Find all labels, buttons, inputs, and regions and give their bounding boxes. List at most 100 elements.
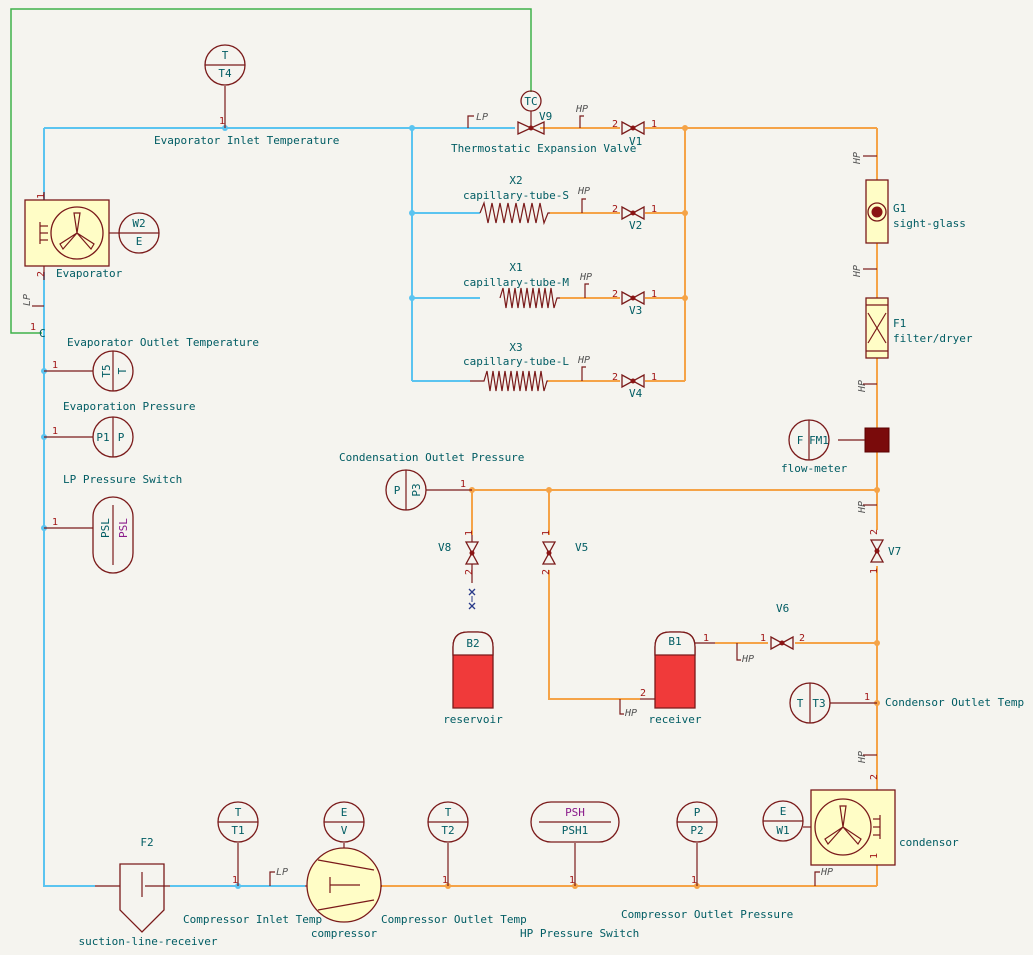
- svg-text:compressor: compressor: [311, 927, 378, 940]
- v5-valve[interactable]: 1 2 V5: [541, 530, 588, 575]
- svg-text:T: T: [235, 806, 242, 819]
- svg-text:1: 1: [30, 322, 36, 333]
- p1-sensor[interactable]: P1 P 1: [44, 416, 134, 458]
- evaporator[interactable]: 1 2 Evaporator: [24, 192, 123, 280]
- svg-text:suction-line-receiver: suction-line-receiver: [78, 935, 217, 948]
- x1-capillary-tube[interactable]: X1 capillary-tube-M: [463, 261, 569, 309]
- svg-text:1: 1: [232, 875, 238, 886]
- svg-text:1: 1: [52, 517, 58, 528]
- b2-reservoir[interactable]: B2 reservoir: [443, 631, 503, 726]
- psl-pressure-switch[interactable]: PSL PSL 1: [44, 496, 134, 574]
- svg-text:1: 1: [36, 193, 47, 199]
- w2-fan-motor[interactable]: W2 E: [109, 212, 160, 254]
- v6-valve[interactable]: 1 2 V6: [760, 602, 805, 651]
- hp-net-label: HP: [619, 699, 637, 719]
- svg-text:1: 1: [651, 372, 657, 383]
- no-connect-markers: [468, 588, 476, 610]
- v8-valve[interactable]: 1 2 V8: [438, 530, 480, 583]
- svg-text:1: 1: [869, 853, 880, 859]
- svg-text:2: 2: [36, 271, 47, 277]
- hp-net-label: HP: [852, 152, 877, 165]
- hp-net-label: HP: [579, 272, 592, 298]
- svg-text:B2: B2: [466, 637, 479, 650]
- hp-net-label: HP: [814, 867, 833, 886]
- svg-text:sight-glass: sight-glass: [893, 217, 966, 230]
- t5-sensor[interactable]: T5 T 1: [44, 350, 134, 392]
- svg-text:TC: TC: [524, 95, 537, 108]
- svg-text:HP: HP: [852, 152, 863, 165]
- p1-label: Evaporation Pressure: [63, 400, 195, 413]
- v9-expansion-valve[interactable]: TC V9: [517, 90, 552, 136]
- hp-net-label: HP: [857, 751, 877, 764]
- v4-valve[interactable]: 2 1 V4: [612, 372, 657, 400]
- f1-filter-dryer[interactable]: F1 filter/dryer: [865, 297, 973, 359]
- svg-text:T4: T4: [218, 67, 232, 80]
- v3-valve[interactable]: 2 1 V3: [612, 289, 657, 317]
- svg-text:1: 1: [651, 119, 657, 130]
- svg-text:X3: X3: [509, 341, 522, 354]
- svg-text:receiver: receiver: [649, 713, 702, 726]
- svg-text:T2: T2: [441, 824, 454, 837]
- p2-label: Compressor Outlet Pressure: [621, 908, 793, 921]
- x3-capillary-tube[interactable]: X3 capillary-tube-L: [463, 341, 569, 392]
- svg-text:1: 1: [460, 479, 466, 490]
- svg-text:2: 2: [612, 372, 618, 383]
- svg-text:PSL: PSL: [99, 518, 112, 538]
- svg-text:W2: W2: [132, 217, 145, 230]
- svg-text:V7: V7: [888, 545, 901, 558]
- v1-valve[interactable]: 2 1 V1: [612, 119, 657, 148]
- v-motor[interactable]: E V: [323, 801, 365, 848]
- svg-text:2: 2: [612, 289, 618, 300]
- hp-net-label: HP: [852, 265, 877, 278]
- svg-text:HP: HP: [857, 380, 868, 393]
- v7-valve[interactable]: 2 1 V7: [869, 529, 901, 574]
- w1-fan-motor[interactable]: E W1: [762, 800, 811, 842]
- v2-valve[interactable]: 2 1 V2: [612, 204, 657, 232]
- svg-text:V2: V2: [629, 219, 642, 232]
- compressor[interactable]: compressor: [305, 847, 382, 940]
- svg-text:E: E: [341, 806, 348, 819]
- svg-text:T1: T1: [231, 824, 244, 837]
- svg-text:1: 1: [52, 360, 58, 371]
- t1-sensor[interactable]: T T1 1: [217, 801, 259, 886]
- fm1-flow-meter[interactable]: F FM1 flow-meter: [781, 419, 890, 475]
- t3-sensor[interactable]: T T3 1: [789, 682, 877, 724]
- svg-text:2: 2: [612, 204, 618, 215]
- svg-text:V1: V1: [629, 135, 642, 148]
- svg-text:C: C: [39, 327, 46, 340]
- svg-text:LP: LP: [476, 112, 488, 123]
- svg-text:2: 2: [464, 569, 475, 575]
- hp-net-label: HP: [736, 643, 754, 665]
- svg-text:T: T: [116, 367, 129, 374]
- t1-label: Compressor Inlet Temp: [183, 913, 322, 926]
- svg-text:HP: HP: [857, 501, 868, 514]
- t2-label: Compressor Outlet Temp: [381, 913, 527, 926]
- svg-text:FM1: FM1: [809, 434, 829, 447]
- t4-sensor[interactable]: T T4 1: [204, 44, 246, 128]
- g1-sight-glass[interactable]: G1 sight-glass: [865, 179, 966, 244]
- svg-text:P: P: [394, 484, 401, 497]
- svg-text:flow-meter: flow-meter: [781, 462, 848, 475]
- svg-text:HP: HP: [624, 708, 637, 719]
- svg-text:PSL: PSL: [117, 518, 130, 538]
- svg-text:T: T: [797, 697, 804, 710]
- svg-text:W1: W1: [776, 824, 789, 837]
- svg-text:condensor: condensor: [899, 836, 959, 849]
- f2-suction-line-receiver[interactable]: F2 suction-line-receiver: [78, 836, 217, 948]
- b1-receiver[interactable]: B1 1 2 receiver: [640, 631, 715, 726]
- condensor[interactable]: 2 1 condensor: [810, 774, 959, 866]
- p3-sensor[interactable]: P P3 1: [385, 469, 472, 511]
- p2-sensor[interactable]: P P2 1: [676, 801, 718, 886]
- svg-text:1: 1: [869, 568, 880, 574]
- control-line: [10, 8, 532, 334]
- psh1-pressure-switch[interactable]: PSH PSH1 1: [530, 801, 620, 886]
- t2-sensor[interactable]: T T2 1: [427, 801, 469, 886]
- x2-capillary-tube[interactable]: X2 capillary-tube-S: [463, 174, 569, 226]
- svg-text:HP: HP: [575, 104, 588, 115]
- t3-label: Condensor Outlet Temp: [885, 696, 1024, 709]
- svg-text:V3: V3: [629, 304, 642, 317]
- control-junction: C 1: [30, 322, 46, 340]
- svg-text:1: 1: [442, 875, 448, 886]
- hp-net-label: HP: [577, 186, 590, 213]
